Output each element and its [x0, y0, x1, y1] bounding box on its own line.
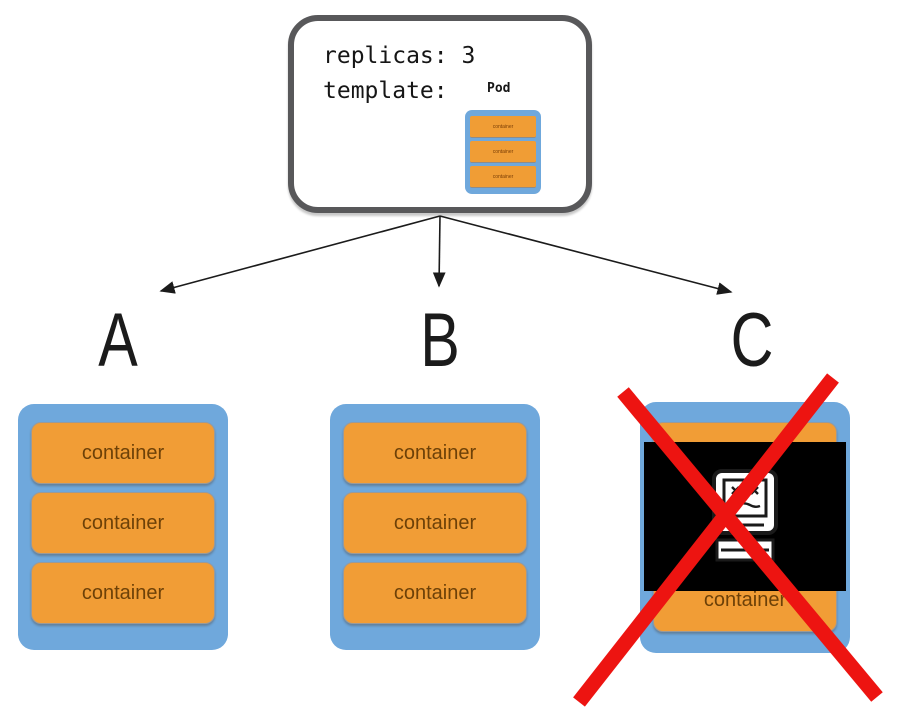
pod-template-caption: Pod	[487, 81, 511, 96]
container-box: container	[31, 562, 215, 624]
replica-c-label: C	[730, 298, 774, 383]
mini-container: container	[470, 166, 536, 188]
pod-template-thumbnail: container container container	[465, 110, 541, 194]
spec-yaml-text: replicas: 3 template:	[323, 39, 475, 109]
container-box: container	[343, 422, 527, 484]
replicas-line: replicas: 3	[323, 43, 476, 69]
replica-b-label: B	[420, 298, 460, 383]
template-line: template:	[323, 78, 448, 104]
replica-a-label: A	[98, 298, 138, 383]
crashed-computer-icon	[712, 468, 778, 561]
container-box: container	[343, 492, 527, 554]
pod-a: container container container	[18, 404, 228, 650]
replicaset-spec-box: replicas: 3 template: Pod container conta…	[288, 15, 592, 213]
container-box: container	[31, 492, 215, 554]
mini-container: container	[470, 116, 536, 138]
arrow-to-replica-a	[159, 215, 441, 294]
container-box: container	[31, 422, 215, 484]
mini-container: container	[470, 141, 536, 163]
arrow-to-replica-c	[439, 215, 733, 295]
crash-panel	[644, 442, 846, 591]
container-box: container	[343, 562, 527, 624]
arrow-to-replica-b	[432, 215, 446, 288]
pod-b: container container container	[330, 404, 540, 650]
pod-c-failed: container container container	[640, 402, 850, 653]
